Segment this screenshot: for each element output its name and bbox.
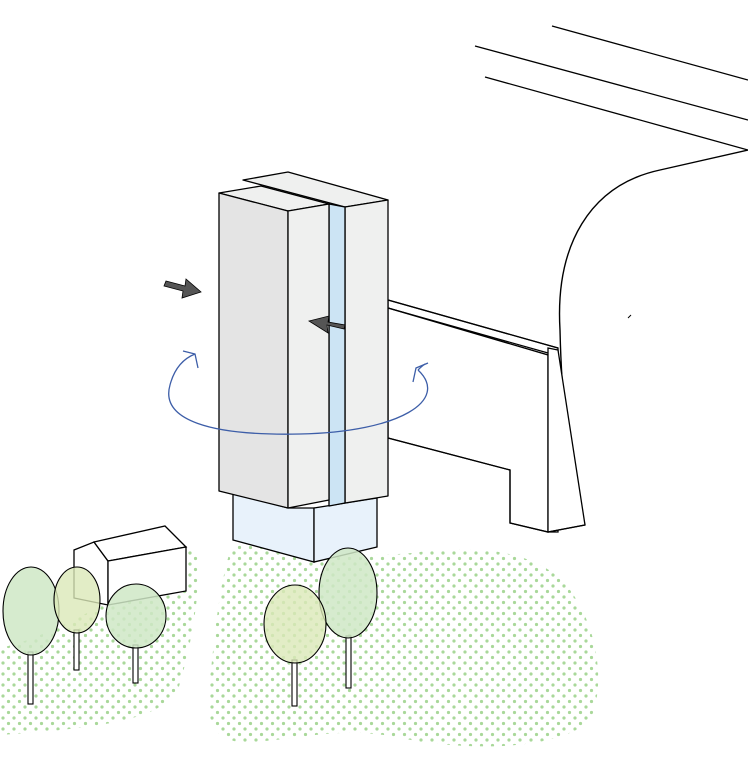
tree-trunk (132, 644, 139, 684)
glazed-gap-strip (328, 203, 346, 507)
tree-canopy (53, 566, 101, 634)
tree-canopy (263, 584, 327, 664)
tree-cluster-center (263, 547, 378, 707)
tree-cluster-left (2, 566, 167, 705)
existing-building-roof-lines (474, 25, 748, 151)
rotation-arrow (168, 350, 429, 435)
tree-trunk (73, 629, 80, 671)
push-arrow-left (163, 278, 202, 299)
slab-tower (218, 171, 389, 509)
existing-building-curved-wall (558, 149, 748, 526)
tree-canopy (105, 583, 167, 649)
tree-trunk (291, 659, 298, 707)
push-arrow-right (307, 315, 346, 334)
slab-tower-front-right-face (287, 203, 330, 509)
tree-trunk (27, 651, 34, 705)
tree-canopy (318, 547, 378, 639)
tree-canopy (2, 566, 60, 656)
low-wing-connector (387, 299, 586, 533)
tree-trunk (345, 635, 352, 689)
green-ground-patch-center (208, 545, 599, 747)
tower-base-podium (232, 492, 378, 563)
slab-tower-front-block (218, 192, 289, 509)
slab-tower-rear-block (344, 199, 389, 504)
